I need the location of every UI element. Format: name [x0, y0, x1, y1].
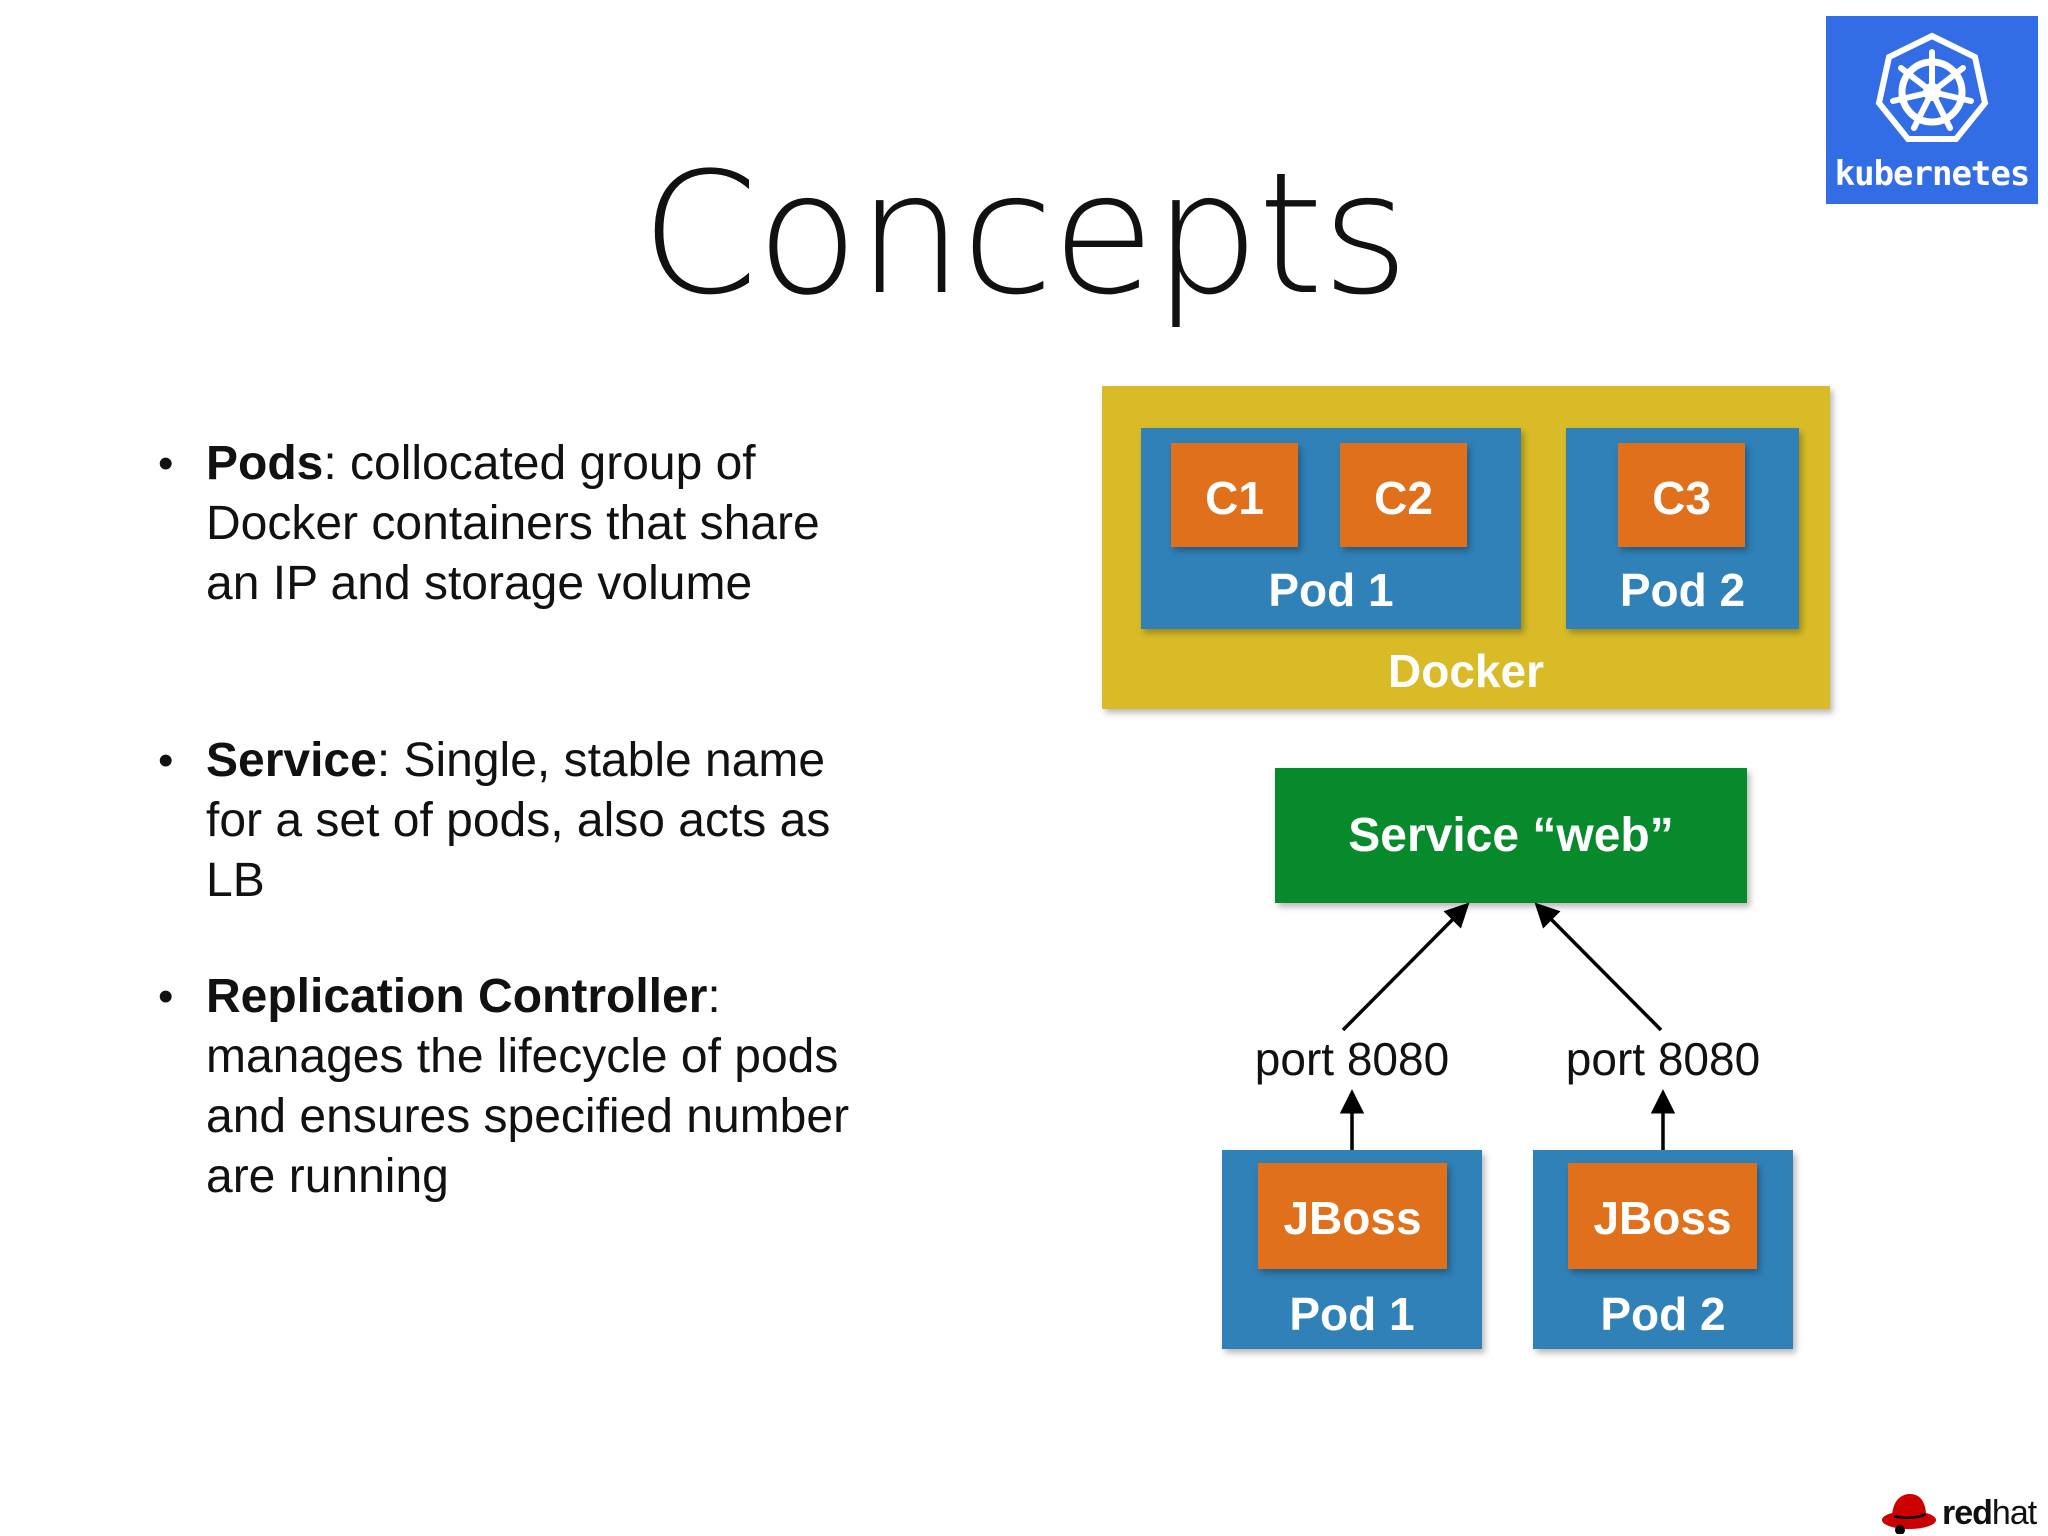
redhat-logo: redhat — [1880, 1490, 2048, 1536]
port-label-pod-1: port 8080 — [1254, 1033, 1450, 1085]
kubernetes-helm-icon — [1875, 32, 1989, 142]
bullet-dot: • — [158, 736, 174, 785]
arrow-port-to-service-left — [1341, 902, 1470, 1032]
bullet-replication-controller: • Replication Controller: manages the li… — [158, 967, 858, 1207]
container-label: C1 — [1205, 472, 1264, 524]
container-jboss-1: JBoss — [1258, 1163, 1447, 1269]
slide-title: Concepts — [640, 136, 1409, 332]
bullet-term: Pods — [206, 437, 324, 490]
container-jboss-2: JBoss — [1568, 1163, 1757, 1269]
docker-label: Docker — [1388, 645, 1544, 697]
service-web-box: Service “web” — [1275, 768, 1747, 903]
bullet-text: : manages the lifecycle of pods and ensu… — [206, 970, 850, 1203]
pod-label: Pod 2 — [1619, 564, 1746, 616]
container-c2: C2 — [1340, 443, 1467, 547]
redhat-logo-red: red — [1942, 1494, 1993, 1532]
bullet-service: • Service: Single, stable name for a set… — [158, 731, 858, 911]
pod-label: Pod 1 — [1268, 564, 1394, 616]
pod-label: Pod 2 — [1600, 1288, 1726, 1340]
kubernetes-logo-text: kubernetes — [1834, 154, 2031, 194]
redhat-shadowman-icon — [1882, 1494, 1936, 1534]
redhat-logo-hat: hat — [1991, 1494, 2037, 1532]
arrow-port-to-service-right — [1534, 902, 1663, 1032]
container-label: C2 — [1374, 472, 1433, 524]
port-label-pod-2: port 8080 — [1565, 1033, 1761, 1085]
container-c1: C1 — [1171, 443, 1298, 547]
bullet-term: Replication Controller — [206, 970, 708, 1023]
container-label: JBoss — [1593, 1192, 1732, 1244]
kubernetes-logo: kubernetes — [1826, 16, 2038, 204]
pod-label: Pod 1 — [1289, 1288, 1415, 1340]
service-label: Service “web” — [1348, 809, 1674, 862]
bullet-text: : Single, stable name for a set of pods,… — [206, 734, 831, 907]
bullet-term: Service — [206, 734, 377, 787]
bullet-dot: • — [158, 439, 174, 488]
container-label: JBoss — [1283, 1192, 1422, 1244]
container-label: C3 — [1652, 472, 1711, 524]
bullet-pods: • Pods: collocated group of Docker conta… — [158, 434, 858, 614]
bullet-text: : collocated group of Docker containers … — [206, 437, 820, 610]
container-c3: C3 — [1618, 443, 1745, 547]
bullet-dot: • — [158, 972, 174, 1021]
